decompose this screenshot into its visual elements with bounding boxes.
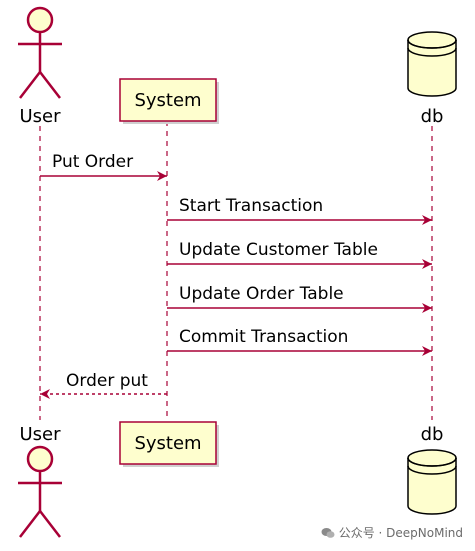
db-label-bottom: db <box>421 424 444 445</box>
system-label-top: System <box>134 90 201 111</box>
database-icon <box>407 31 457 97</box>
message-label: Put Order <box>52 152 133 172</box>
watermark: 公众号 · DeepNoMind <box>321 524 463 541</box>
system-label-bottom: System <box>134 433 201 454</box>
db-label-top: db <box>421 106 444 127</box>
user-label-bottom: User <box>19 424 61 445</box>
db-database-top: db <box>407 31 457 127</box>
message-label: Order put <box>66 371 148 391</box>
user-label-top: User <box>19 106 61 127</box>
database-icon <box>407 449 457 515</box>
message-commit-transaction: Commit Transaction <box>167 327 432 356</box>
message-put-order: Put Order <box>40 152 167 181</box>
message-label: Start Transaction <box>179 196 323 216</box>
stick-figure-icon <box>18 445 62 538</box>
message-update-order-table: Update Order Table <box>167 284 432 313</box>
system-participant-top: System <box>119 78 219 124</box>
db-database-bottom: db <box>407 424 457 515</box>
message-label: Update Order Table <box>179 284 344 304</box>
system-participant-bottom: System <box>119 421 219 467</box>
user-actor-top: User <box>18 6 62 127</box>
message-label: Update Customer Table <box>179 240 378 260</box>
stick-figure-icon <box>18 6 62 99</box>
wechat-icon <box>321 527 335 538</box>
message-update-customer-table: Update Customer Table <box>167 240 432 269</box>
message-start-transaction: Start Transaction <box>167 196 432 225</box>
message-order-put: Order put <box>40 371 167 399</box>
message-label: Commit Transaction <box>179 327 348 347</box>
user-actor-bottom: User <box>18 424 62 538</box>
watermark-text: 公众号 · DeepNoMind <box>338 526 463 540</box>
